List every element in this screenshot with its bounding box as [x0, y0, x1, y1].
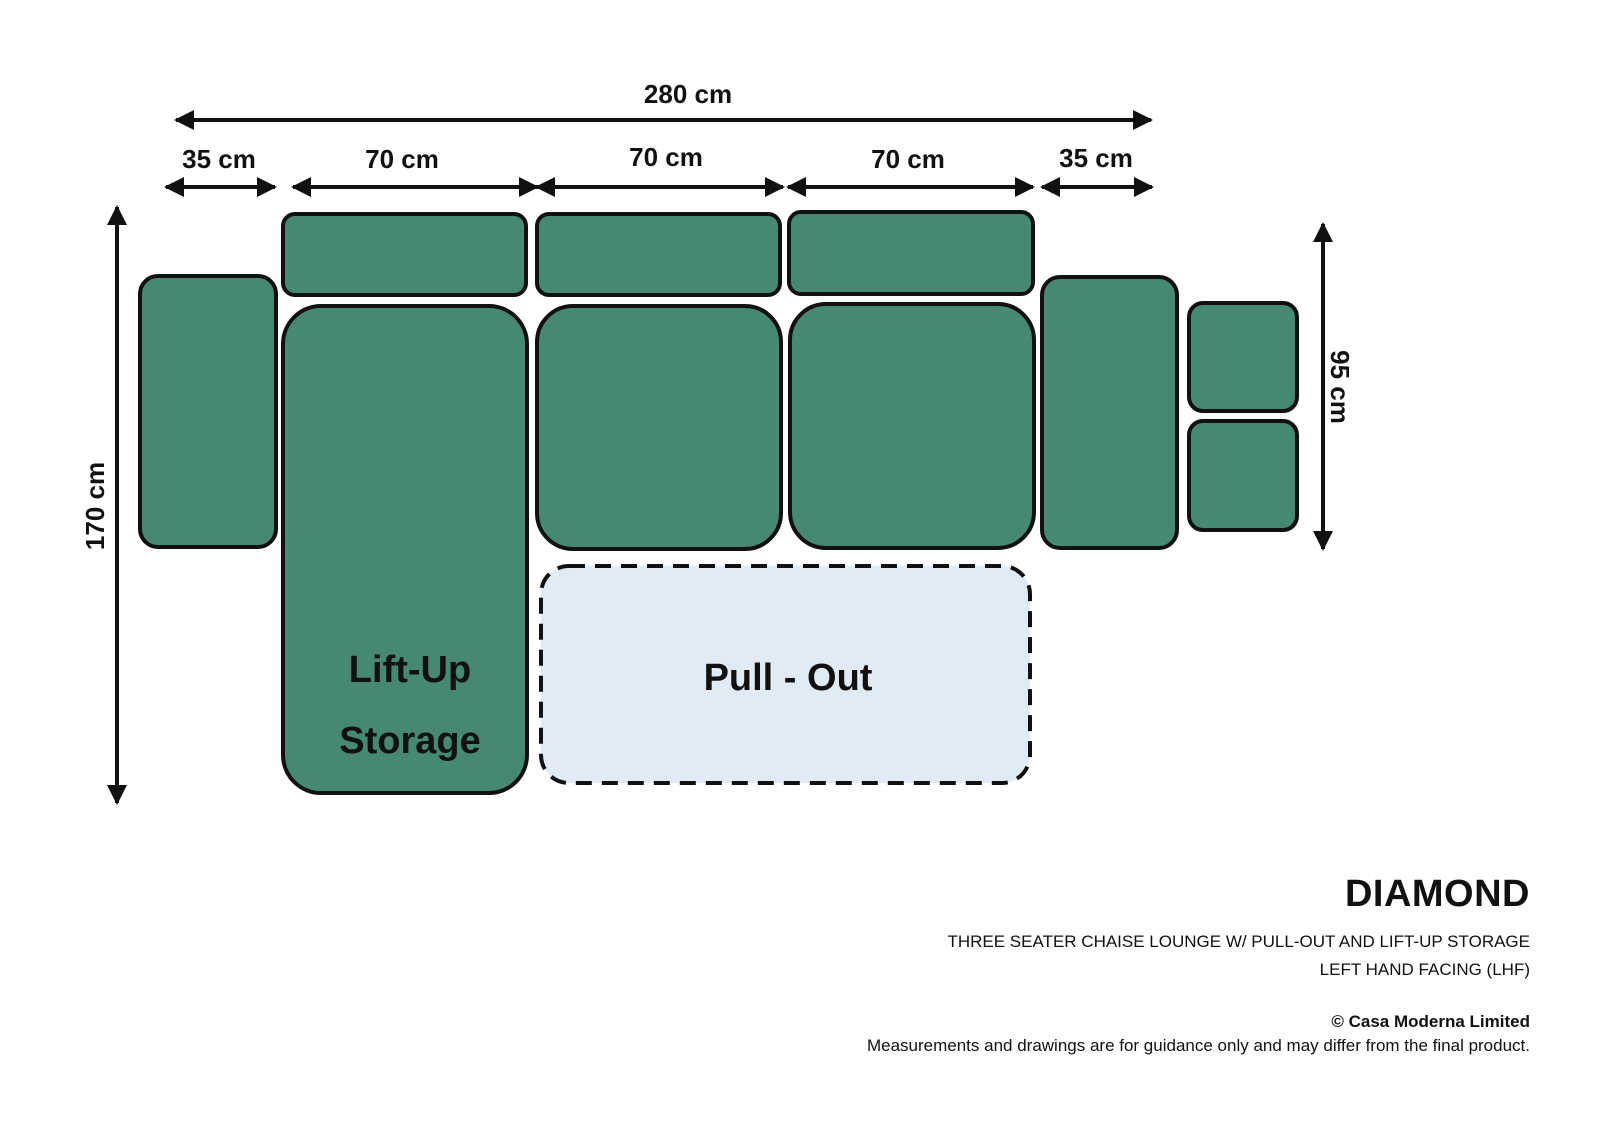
scatter-cushion-bottom [1187, 419, 1299, 532]
arm-right-width-label: 35 cm [1059, 143, 1133, 173]
copyright-notice: © Casa Moderna Limited [1331, 1012, 1530, 1031]
total-width-label: 280 cm [644, 79, 732, 109]
chaise-seat-cushion [281, 304, 529, 795]
lift-up-label-line1: Lift-Up [349, 649, 471, 691]
seat-cushion-2 [535, 304, 783, 551]
product-orientation: LEFT HAND FACING (LHF) [1319, 960, 1530, 979]
left-arm-cushion [138, 274, 278, 549]
title-block: DIAMOND THREE SEATER CHAISE LOUNGE W/ PU… [867, 872, 1530, 1058]
pull-out-area [539, 564, 1032, 785]
pull-out-label: Pull - Out [704, 657, 873, 699]
arm-left-width-label: 35 cm [182, 144, 256, 174]
back-cushion-2 [535, 212, 782, 297]
seat-cushion-3 [788, 302, 1036, 550]
scatter-cushion-top [1187, 301, 1299, 413]
seat-1-width-label: 70 cm [365, 144, 439, 174]
back-cushion-3 [787, 210, 1035, 296]
lift-up-label-line2: Storage [339, 720, 480, 762]
dimension-labels: 280 cm 35 cm 70 cm 70 cm 70 cm 35 cm 170… [80, 79, 1355, 550]
sofa-cushions [138, 210, 1299, 795]
dimension-arrows [107, 110, 1333, 805]
total-depth-label: 170 cm [80, 462, 110, 550]
disclaimer-text: Measurements and drawings are for guidan… [866, 1036, 1530, 1055]
side-depth-label: 95 cm [1325, 350, 1355, 424]
right-arm-cushion [1040, 275, 1179, 550]
product-description: THREE SEATER CHAISE LOUNGE W/ PULL-OUT A… [947, 932, 1530, 951]
seat-2-width-label: 70 cm [629, 142, 703, 172]
back-cushion-1 [281, 212, 528, 297]
seat-3-width-label: 70 cm [871, 144, 945, 174]
product-name: DIAMOND [1344, 873, 1530, 915]
